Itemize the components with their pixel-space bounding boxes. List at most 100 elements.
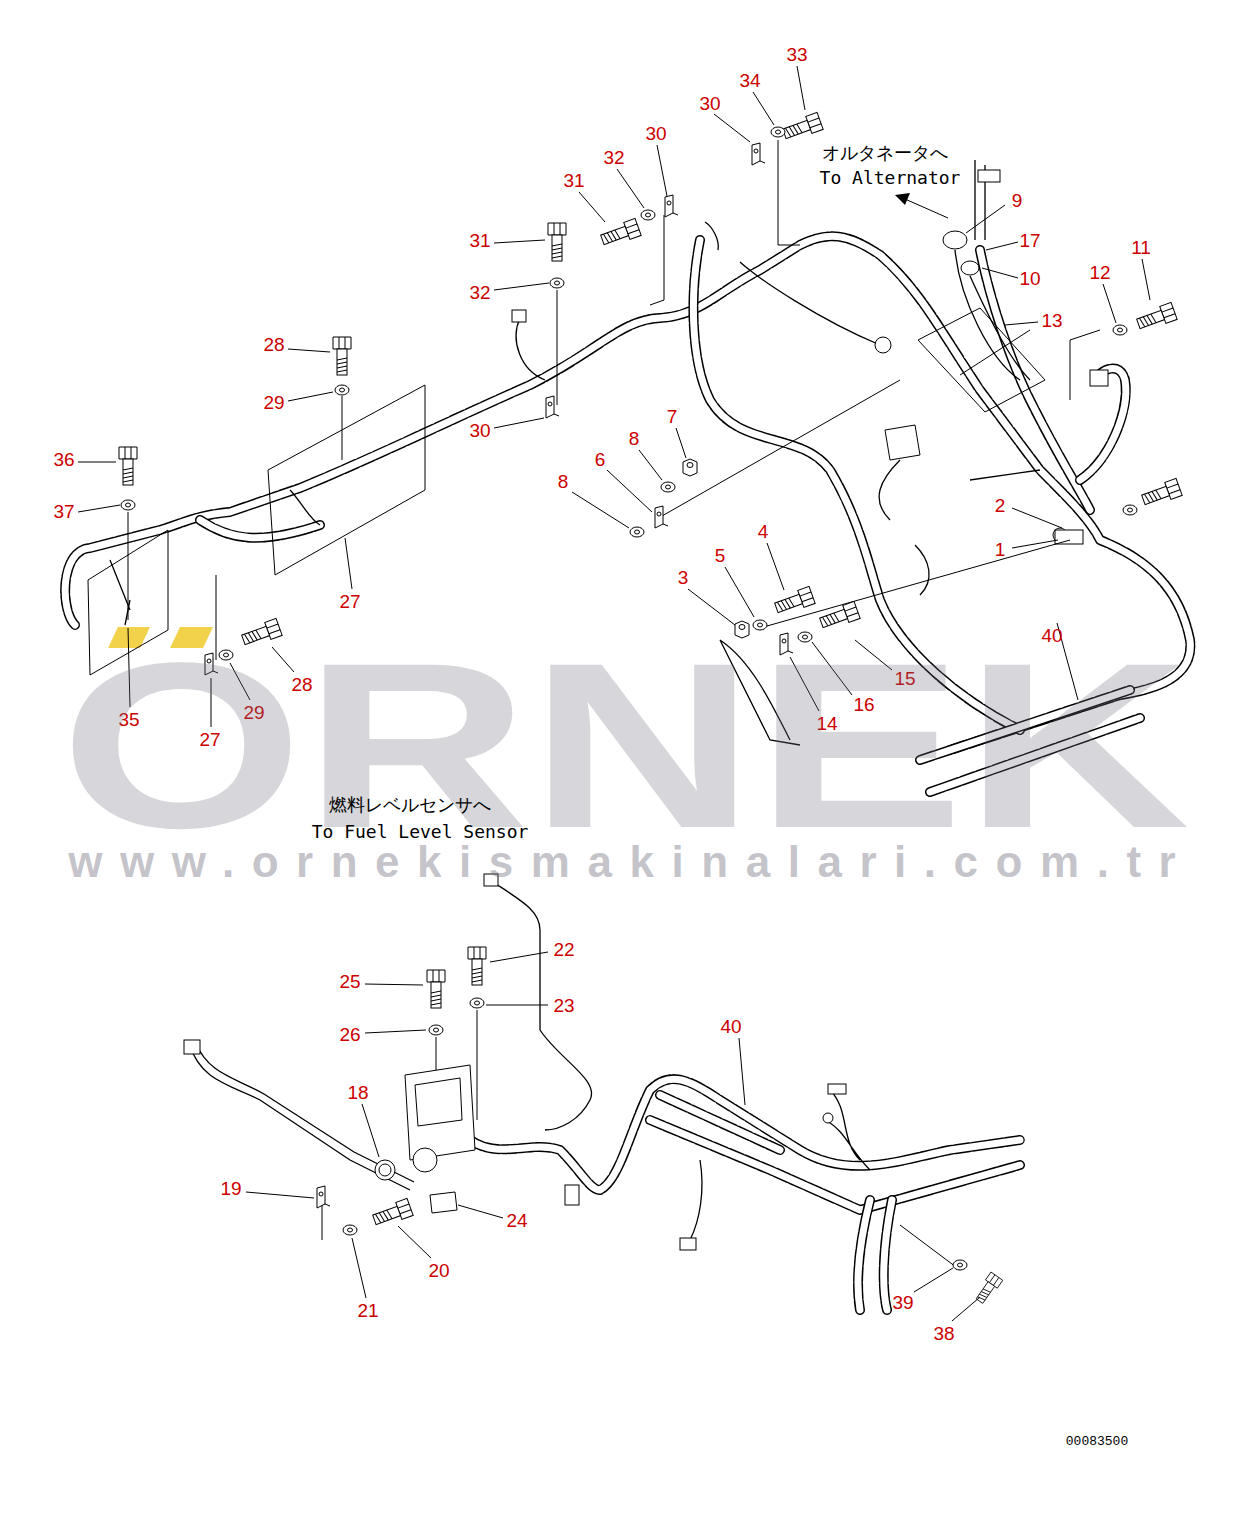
drawing-use <box>781 112 823 142</box>
drawing-polygon <box>895 193 910 205</box>
callout-number: 34 <box>739 71 760 90</box>
drawing-path <box>288 349 330 352</box>
callout-number: 8 <box>558 472 569 491</box>
drawing-use <box>343 1225 357 1235</box>
callout-number: 20 <box>428 1261 449 1280</box>
drawing-path <box>650 1120 1020 1210</box>
callout-number: 9 <box>1012 191 1023 210</box>
drawing-path <box>405 1065 475 1160</box>
drawing-path <box>579 192 605 222</box>
callout-number: 21 <box>357 1301 378 1320</box>
drawing-path <box>494 283 549 290</box>
drawing-path <box>516 318 545 380</box>
callout-number: 28 <box>263 335 284 354</box>
drawing-path <box>352 1238 366 1298</box>
drawing-path <box>362 1104 379 1157</box>
drawing-path <box>110 560 130 625</box>
drawing-use <box>468 947 486 985</box>
drawing-path <box>200 520 320 538</box>
drawing-path <box>486 1005 548 1006</box>
drawing-path <box>322 1205 960 1270</box>
drawing-use <box>429 1025 443 1035</box>
drawing-path <box>1012 540 1058 548</box>
drawing-path <box>1142 259 1150 300</box>
drawing-path <box>753 92 774 125</box>
drawing-path <box>572 492 629 528</box>
callout-number: 33 <box>786 45 807 64</box>
drawing-path <box>676 428 686 458</box>
drawing-rect <box>828 1084 846 1094</box>
drawing-use <box>665 195 678 217</box>
drawing-path <box>290 490 320 525</box>
drawing-use <box>1113 325 1127 335</box>
drawing-circle <box>379 1164 391 1176</box>
callout-number: 19 <box>220 1179 241 1198</box>
callout-number: 6 <box>595 450 606 469</box>
drawing-circle <box>875 337 891 353</box>
callout-number: 5 <box>715 546 726 565</box>
drawing-path <box>415 1078 462 1126</box>
drawing-path <box>879 460 900 520</box>
drawing-path <box>78 462 116 463</box>
callout-number: 40 <box>720 1017 741 1036</box>
drawing-ellipse <box>943 231 967 249</box>
callout-number: 29 <box>263 393 284 412</box>
drawing-use <box>661 482 675 492</box>
drawing-path <box>705 222 718 250</box>
callout-number: 38 <box>933 1324 954 1343</box>
drawing-path <box>982 268 1018 278</box>
drawing-path <box>690 1160 702 1240</box>
drawing-path <box>657 145 667 196</box>
watermark: ORNEK <box>60 627 1190 863</box>
callout-number: 4 <box>758 522 769 541</box>
drawing-path <box>1080 368 1126 480</box>
drawing-use <box>121 500 135 510</box>
drawing-path <box>345 538 352 589</box>
drawing-path <box>365 984 423 985</box>
drawing-path <box>915 545 929 595</box>
note-text: 燃料レベルセンサへ <box>329 796 491 814</box>
drawing-path <box>914 1268 953 1292</box>
drawing-rect <box>565 1185 579 1205</box>
callout-number: 13 <box>1041 311 1062 330</box>
drawing-use <box>427 970 445 1008</box>
drawing-code: 00083500 <box>1066 1435 1128 1448</box>
drawing-path <box>470 1079 1020 1190</box>
drawing-circle <box>375 1160 395 1180</box>
callout-number: 36 <box>53 450 74 469</box>
callout-number: 18 <box>347 1083 368 1102</box>
drawing-path <box>884 1200 892 1310</box>
drawing-path <box>78 505 120 512</box>
drawing-path <box>436 1037 437 1070</box>
callout-number: 2 <box>995 496 1006 515</box>
drawing-use <box>599 218 641 248</box>
callout-number: 30 <box>699 94 720 113</box>
drawing-rect <box>680 1238 696 1250</box>
note-text: オルタネータへ <box>822 144 948 162</box>
drawing-rect <box>512 310 526 322</box>
drawing-path <box>660 1095 780 1150</box>
drawing-use <box>630 527 644 537</box>
drawing-path <box>128 512 129 620</box>
drawing-circle <box>823 1113 833 1123</box>
drawing-path <box>650 215 664 305</box>
drawing-path <box>655 380 900 520</box>
callout-number: 1 <box>995 540 1006 559</box>
note-text: To Fuel Level Sensor <box>312 823 529 841</box>
drawing-path <box>739 1038 745 1105</box>
drawing-path <box>490 952 548 962</box>
callout-number: 32 <box>469 283 490 302</box>
drawing-use <box>119 447 137 485</box>
drawing-path <box>494 240 545 243</box>
drawing-path <box>650 1120 1020 1210</box>
drawing-path <box>885 425 920 460</box>
callout-number: 26 <box>339 1025 360 1044</box>
callout-number: 27 <box>339 592 360 611</box>
drawing-path <box>760 540 1070 628</box>
drawing-use <box>548 223 566 261</box>
callout-number: 10 <box>1019 269 1040 288</box>
callout-number: 24 <box>506 1211 527 1230</box>
drawing-use <box>335 385 349 395</box>
